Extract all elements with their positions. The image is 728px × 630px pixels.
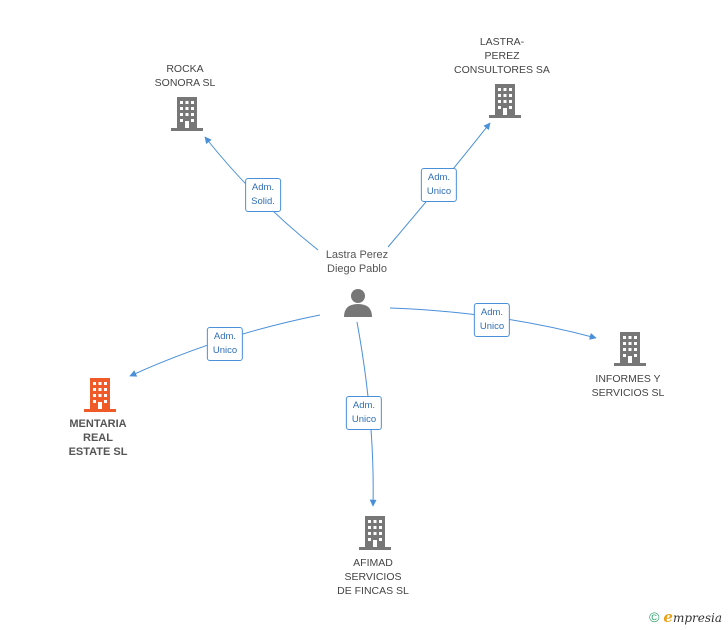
company-name-rocka[interactable]: ROCKA SONORA SL: [154, 63, 216, 89]
copyright-icon: ©: [649, 609, 660, 625]
brand-logo: empresia: [663, 608, 722, 626]
building-icon[interactable]: [359, 516, 391, 550]
building-icon[interactable]: [489, 84, 521, 118]
company-name-mentaria[interactable]: MENTARIA REAL ESTATE SL: [68, 418, 128, 458]
company-name-afimad[interactable]: AFIMAD SERVICIOS DE FINCAS SL: [337, 557, 409, 597]
building-icon[interactable]: [614, 332, 646, 366]
footer-brand: © empresia: [649, 608, 722, 626]
relation-label-lastra[interactable]: Adm. Unico: [420, 168, 458, 202]
relation-label-informes[interactable]: Adm. Unico: [473, 303, 511, 337]
center-person-name[interactable]: Lastra Perez Diego Pablo: [325, 249, 389, 275]
building-icon[interactable]: [171, 97, 203, 131]
relation-label-mentaria[interactable]: Adm. Unico: [206, 327, 244, 361]
building-icon[interactable]: [84, 378, 116, 412]
person-icon[interactable]: [343, 287, 373, 317]
relation-label-rocka[interactable]: Adm. Solid.: [245, 178, 281, 212]
company-name-lastra[interactable]: LASTRA- PEREZ CONSULTORES SA: [454, 36, 550, 76]
company-name-informes[interactable]: INFORMES Y SERVICIOS SL: [591, 373, 665, 399]
relation-label-afimad[interactable]: Adm. Unico: [345, 396, 383, 430]
